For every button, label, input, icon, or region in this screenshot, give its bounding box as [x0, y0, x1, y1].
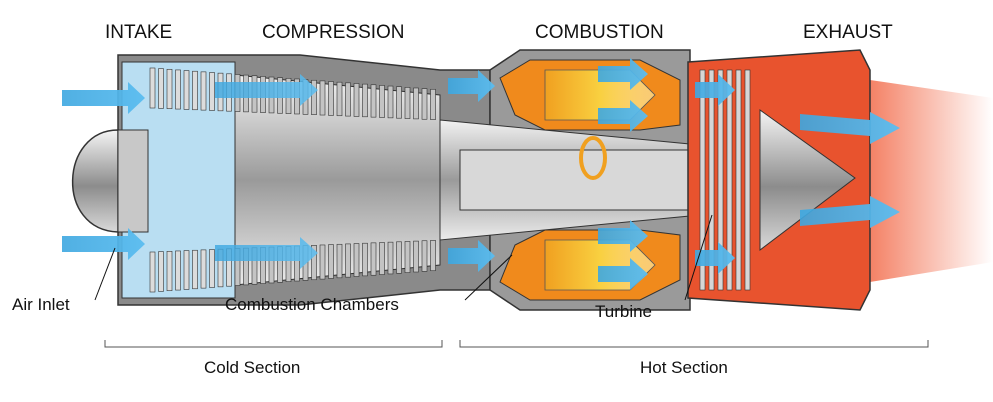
spinner-hub — [117, 129, 149, 233]
compressor-blade — [311, 79, 317, 115]
compressor-blade — [183, 250, 190, 290]
compressor-blade — [175, 250, 181, 291]
compressor-blade — [209, 72, 215, 111]
compressor-blade — [336, 243, 343, 279]
compressor-blade — [319, 80, 326, 116]
stage-label-intake: INTAKE — [105, 22, 172, 43]
compressor-blade — [183, 70, 190, 110]
stage-label-exhaust: EXHAUST — [803, 22, 893, 43]
compressor-blade — [370, 242, 377, 276]
arrow-turbine-bottom — [695, 242, 735, 274]
arrow-turbine-top — [695, 74, 735, 106]
compressor-blade — [353, 243, 360, 277]
leader-combustion-chambers — [464, 254, 513, 301]
compressor-blade — [370, 84, 377, 118]
compressor-blade — [328, 81, 334, 116]
stage-label-compression: COMPRESSION — [262, 22, 405, 43]
section-label-cold: Cold Section — [204, 358, 300, 377]
compressor-blade — [362, 242, 368, 277]
compressor-blade — [345, 243, 351, 278]
arrow-hot-mid-top — [598, 100, 648, 132]
compressor-blade — [200, 249, 207, 289]
turbine-blade — [735, 69, 742, 291]
compressor-blade — [336, 81, 343, 117]
compressor-blade — [430, 240, 436, 272]
rotation-icon — [579, 136, 607, 180]
compressor-blade — [413, 87, 419, 120]
compressor-blade — [192, 70, 198, 111]
compressor-blade — [362, 83, 368, 118]
arrow-combustor-bottom — [448, 240, 495, 272]
exhaust-plume — [870, 80, 993, 282]
compressor-blade — [396, 241, 402, 274]
turbine-blade — [744, 69, 751, 291]
turbine-blade — [708, 69, 715, 291]
compressor-blade — [166, 68, 173, 110]
compressor-blade — [311, 245, 317, 281]
airflow-arrows — [62, 58, 900, 290]
compressor-blade — [379, 85, 385, 118]
compressor-blade — [192, 249, 198, 290]
turbine-blade — [699, 69, 706, 291]
stage-label-combustion: COMBUSTION — [535, 22, 664, 43]
compressor-blade — [387, 85, 394, 119]
section-label-hot: Hot Section — [640, 358, 728, 377]
compressor-blade — [158, 68, 164, 109]
compressor-blade — [209, 249, 215, 288]
compressor-blade — [166, 250, 173, 292]
compressor-blade — [149, 67, 156, 109]
compressor-blade — [353, 83, 360, 117]
arrow-compressor-bottom — [215, 237, 318, 269]
compressor-blade — [345, 82, 351, 117]
bracket-hot-section — [459, 340, 929, 348]
arrow-hot-mid-bottom — [598, 220, 648, 252]
callout-combustion-chambers: Combustion Chambers — [225, 295, 399, 314]
callout-air-inlet: Air Inlet — [12, 295, 70, 314]
leader-air-inlet — [94, 247, 116, 301]
nose-cone — [71, 129, 119, 233]
compressor-blade — [379, 242, 385, 275]
turbine-blades — [699, 69, 751, 291]
compressor-blade — [430, 88, 436, 120]
arrow-intake-top — [62, 82, 145, 114]
arrow-exhaust-bottom — [800, 196, 900, 228]
arrow-combustor-top — [448, 70, 495, 102]
arrow-compressor-top — [215, 74, 318, 106]
arrow-hot-top — [598, 58, 648, 90]
compressor-blade — [396, 86, 402, 119]
compressor-blade — [158, 251, 164, 292]
compressor-blade — [387, 241, 394, 275]
compressor-blade — [404, 87, 411, 119]
compressor-blade — [413, 240, 419, 273]
compressor-blade — [421, 88, 428, 120]
turbine-blade — [726, 69, 733, 291]
arrow-exhaust-top — [800, 112, 900, 144]
compressor-blade — [175, 69, 181, 110]
callout-turbine: Turbine — [595, 302, 652, 321]
compressor-blade — [319, 244, 326, 280]
compressor-blade — [404, 241, 411, 273]
turbine-blade — [717, 69, 724, 291]
leader-turbine — [684, 214, 713, 301]
arrow-hot-bottom — [598, 258, 648, 290]
compressor-blade — [149, 251, 156, 293]
bracket-cold-section — [104, 340, 443, 348]
arrow-intake-bottom — [62, 228, 145, 260]
compressor-blade — [328, 244, 334, 279]
compressor-blade — [200, 71, 207, 111]
compressor-blade — [421, 240, 428, 272]
